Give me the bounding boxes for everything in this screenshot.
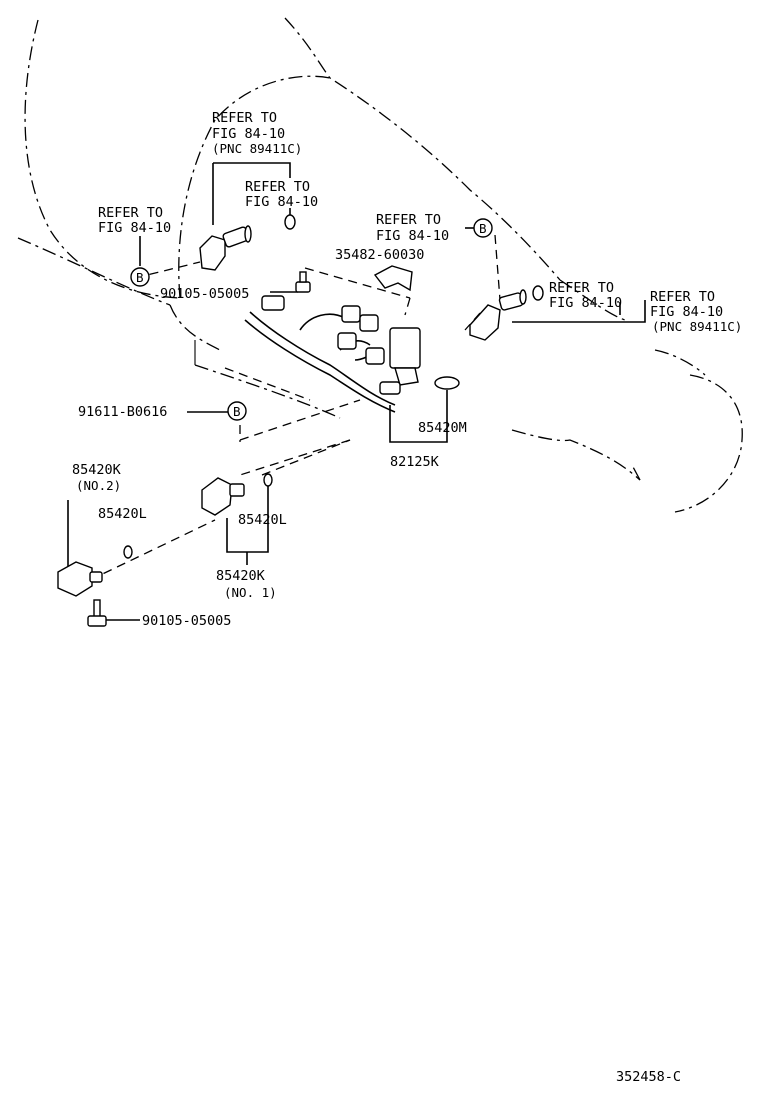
housing-outline: [17, 17, 743, 513]
label-refer-center-2: FIG 84-10: [376, 228, 449, 244]
label-refer-left-1: REFER TO: [98, 205, 163, 221]
speed-sensor-no2: [57, 561, 103, 597]
label-refer-center-1: REFER TO: [376, 212, 441, 228]
label-refer-top-2: FIG 84-10: [212, 126, 285, 142]
b-marker-lower: B: [227, 401, 247, 421]
figure-number: 352458-C: [616, 1069, 681, 1085]
clip-35482: [373, 265, 413, 292]
label-sensor-no1-sub: (NO. 1): [224, 585, 277, 600]
label-refer-top-1: REFER TO: [212, 110, 277, 126]
svg-text:B: B: [136, 270, 144, 285]
label-refer-right-2: FIG 84-10: [549, 295, 622, 311]
label-refer-far-3: (PNC 89411C): [652, 319, 742, 334]
wire-harness-82125K: [244, 295, 421, 413]
svg-text:B: B: [479, 221, 487, 236]
label-bolt-lower: 90105-05005: [142, 613, 231, 629]
leader-lines: [67, 162, 646, 621]
label-refer-top-3: (PNC 89411C): [212, 141, 302, 156]
svg-text:B: B: [233, 404, 241, 419]
o-ring-85420M: [434, 376, 460, 390]
label-oring-l-right: 85420L: [238, 512, 287, 528]
label-sensor-no1-part: 85420K: [216, 568, 266, 584]
o-ring-upper: [284, 214, 296, 230]
assembly-guide-lines: [89, 234, 501, 581]
label-clip: 35482-60030: [335, 247, 424, 263]
bolt-upper: [295, 271, 311, 293]
label-bolt-91611: 91611-B0616: [78, 404, 167, 420]
speed-sensor-no1: [201, 477, 245, 516]
o-ring-no2: [123, 545, 133, 559]
label-harness: 82125K: [390, 454, 440, 470]
b-marker-left: B: [130, 267, 150, 287]
labels: REFER TO FIG 84-10 (PNC 89411C) REFER TO…: [72, 110, 742, 1085]
speed-sensor-upper-left: [199, 225, 252, 271]
label-refer-mid-1: REFER TO: [245, 179, 310, 195]
b-marker-center: B: [473, 218, 493, 238]
bolt-lower: [87, 599, 107, 627]
o-ring-right: [532, 285, 544, 301]
label-sensor-no2-part: 85420K: [72, 462, 122, 478]
label-refer-far-2: FIG 84-10: [650, 304, 723, 320]
label-refer-far-1: REFER TO: [650, 289, 715, 305]
label-oring-l-left: 85420L: [98, 506, 147, 522]
label-refer-right-1: REFER TO: [549, 280, 614, 296]
label-refer-mid-2: FIG 84-10: [245, 194, 318, 210]
label-sensor-no2-sub: (NO.2): [76, 478, 121, 493]
speed-sensor-right: [469, 289, 527, 341]
label-oring-m: 85420M: [418, 420, 467, 436]
label-refer-left-2: FIG 84-10: [98, 220, 171, 236]
label-bolt-upper: 90105-05005: [160, 286, 249, 302]
o-ring-no1: [263, 473, 273, 487]
